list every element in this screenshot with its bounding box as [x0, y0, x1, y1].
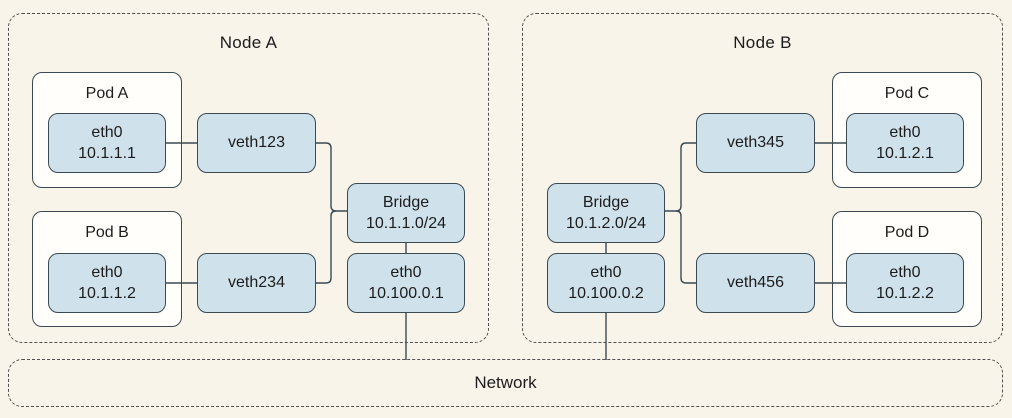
pod-d-title: Pod D [884, 224, 930, 241]
node-b-bridge-name: Bridge [582, 193, 630, 211]
pod-b-eth0-interface: eth0 10.1.1.2 [48, 253, 166, 313]
pod-a-eth0-name: eth0 [91, 123, 123, 141]
veth123-label: veth123 [228, 134, 285, 152]
node-b-bridge: Bridge 10.1.2.0/24 [547, 183, 665, 243]
veth234-label: veth234 [228, 274, 285, 292]
network-container: Network [8, 359, 1003, 407]
pod-c-eth0-interface: eth0 10.1.2.1 [846, 113, 964, 173]
veth345-interface: veth345 [696, 113, 815, 173]
pod-a-title: Pod A [85, 85, 129, 102]
pod-a-eth0-ip: 10.1.1.1 [78, 145, 136, 162]
node-a-bridge-name: Bridge [382, 193, 430, 211]
veth456-label: veth456 [727, 274, 784, 292]
node-a-bridge: Bridge 10.1.1.0/24 [347, 183, 465, 243]
pod-b-eth0-ip: 10.1.1.2 [78, 285, 136, 302]
node-b-bridge-cidr: 10.1.2.0/24 [565, 215, 647, 232]
pod-c-title: Pod C [884, 85, 930, 102]
pod-c-eth0-name: eth0 [889, 123, 921, 141]
veth456-interface: veth456 [696, 253, 815, 313]
node-b-container [522, 13, 1003, 343]
node-b-eth0-name: eth0 [590, 263, 622, 281]
pod-b-title: Pod B [85, 224, 129, 241]
node-b-eth0-ip: 10.100.0.2 [568, 285, 644, 302]
pod-d-eth0-ip: 10.1.2.2 [876, 285, 934, 302]
node-a-eth0-interface: eth0 10.100.0.1 [347, 253, 465, 313]
pod-d-eth0-name: eth0 [889, 263, 921, 281]
veth234-interface: veth234 [197, 253, 316, 313]
pod-a-eth0-interface: eth0 10.1.1.1 [48, 113, 166, 173]
veth123-interface: veth123 [197, 113, 316, 173]
veth345-label: veth345 [727, 134, 784, 152]
pod-c-eth0-ip: 10.1.2.1 [876, 145, 934, 162]
node-a-title: Node A [219, 33, 278, 52]
node-a-eth0-ip: 10.100.0.1 [368, 285, 444, 302]
node-a-eth0-name: eth0 [390, 263, 422, 281]
node-b-eth0-interface: eth0 10.100.0.2 [547, 253, 665, 313]
pod-b-eth0-name: eth0 [91, 263, 123, 281]
network-label: Network [474, 373, 537, 392]
pod-d-eth0-interface: eth0 10.1.2.2 [846, 253, 964, 313]
node-a-bridge-cidr: 10.1.1.0/24 [365, 215, 447, 232]
node-a-container [8, 13, 489, 343]
node-b-title: Node B [733, 33, 792, 52]
